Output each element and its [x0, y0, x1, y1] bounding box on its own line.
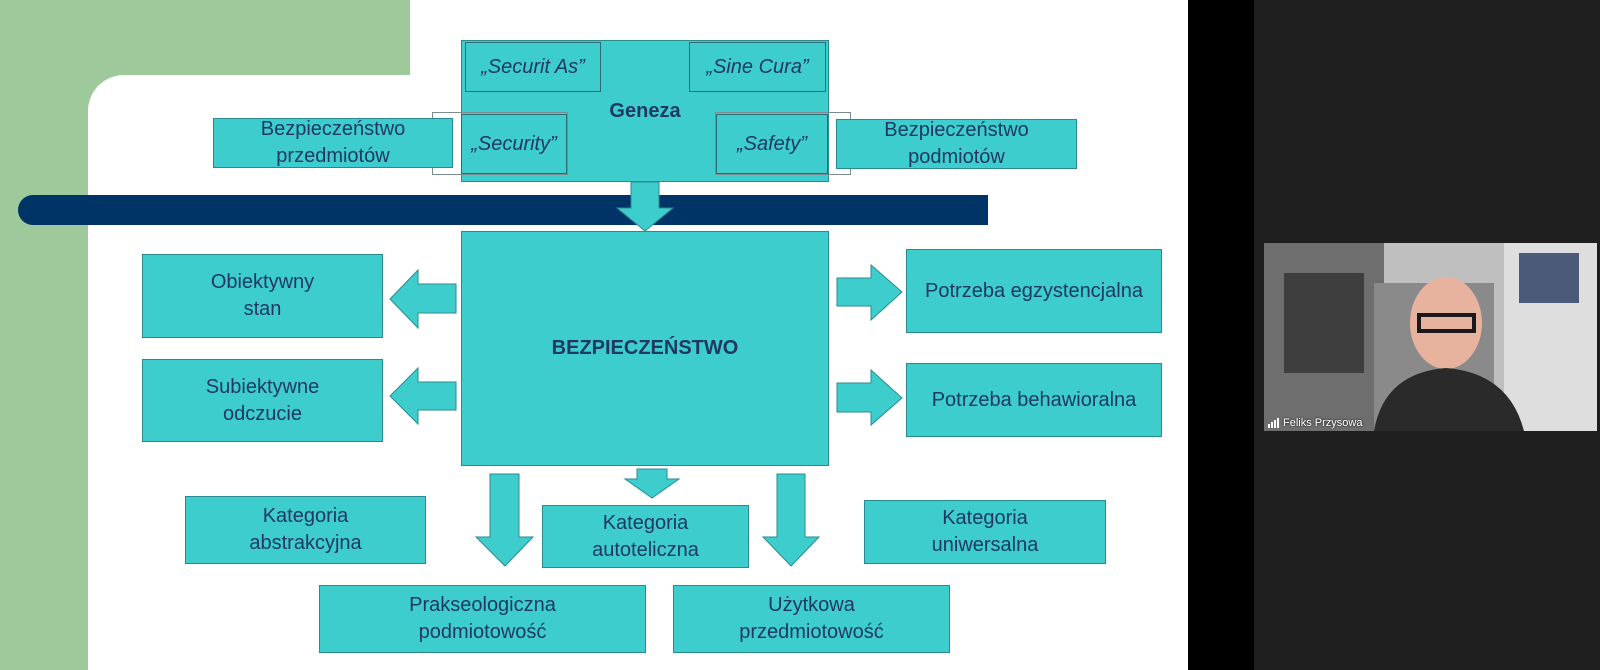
- kategoria-autoteliczna-box: Kategoria autoteliczna: [542, 505, 749, 568]
- sine-cura-label: „Sine Cura”: [706, 55, 809, 78]
- kat-uniw-line1: Kategoria: [942, 507, 1028, 529]
- kat-abstr-line1: Kategoria: [262, 505, 349, 527]
- kategoria-uniwersalna-box: Kategoria uniwersalna: [864, 500, 1106, 564]
- sine-cura-box: „Sine Cura”: [689, 42, 826, 92]
- obiektywny-line1: Obiektywny: [210, 271, 315, 293]
- bezp-podmiotow-line1: Bezpieczeństwo: [884, 119, 1029, 141]
- bezp-przedmiotow-line2: przedmiotów: [276, 145, 390, 167]
- prakseologiczna-podmiotowosc-box: Prakseologiczna podmiotowość: [319, 585, 646, 653]
- uzytkowa-line2: przedmiotowość: [739, 621, 884, 643]
- arrow-right-behawioralna: [836, 368, 903, 427]
- arrow-right-egzystencjalna: [836, 263, 903, 322]
- obiektywny-line2: stan: [243, 298, 282, 320]
- subiektywne-line2: odczucie: [223, 402, 302, 425]
- kat-autotel-line1: Kategoria: [602, 511, 689, 534]
- securit-as-box: „Securit As”: [465, 42, 601, 92]
- geneza-title: Geneza: [609, 99, 681, 122]
- participant-name-tag: Feliks Przysowa: [1268, 417, 1362, 429]
- bezpieczenstwo-center-box: BEZPIECZEŃSTWO: [461, 231, 829, 466]
- participant-video-tile[interactable]: Feliks Przysowa: [1264, 243, 1597, 431]
- potrzeba-behawioralna-label: Potrzeba behawioralna: [931, 388, 1137, 411]
- uzytkowa-line1: Użytkowa: [768, 594, 855, 616]
- safety-label: „Safety”: [736, 132, 808, 155]
- prakseo-line1: Prakseologiczna: [409, 594, 556, 616]
- participant-name: Feliks Przysowa: [1283, 417, 1363, 429]
- navy-divider-band: [18, 195, 988, 225]
- arrow-down-from-geneza: [615, 181, 675, 232]
- diagram-arrows: [389, 181, 903, 567]
- arrow-left-obiektywny: [389, 268, 457, 330]
- screen-share-gap: [1188, 0, 1254, 670]
- subiektywne-line1: Subiektywne: [205, 375, 320, 398]
- participant-video-feed: [1264, 243, 1597, 431]
- potrzeba-egzystencjalna-box: Potrzeba egzystencjalna: [906, 249, 1162, 333]
- safety-box: „Safety”: [716, 114, 828, 174]
- bezp-podmiotow-line2: podmiotów: [908, 146, 1005, 168]
- potrzeba-behawioralna-box: Potrzeba behawioralna: [906, 363, 1162, 437]
- signal-strength-icon: [1268, 418, 1279, 428]
- arrow-down-center: [623, 468, 681, 499]
- arrow-down-left: [474, 473, 535, 567]
- kat-abstr-line2: abstrakcyjna: [249, 532, 362, 554]
- bezp-przedmiotow-line1: Bezpieczeństwo: [260, 118, 406, 140]
- kat-uniw-line2: uniwersalna: [931, 534, 1039, 556]
- geneza-box: Geneza: [461, 40, 829, 182]
- kategoria-abstrakcyjna-box: Kategoria abstrakcyjna: [185, 496, 426, 564]
- obiektywny-stan-box: Obiektywny stan: [142, 254, 383, 338]
- arrow-down-right: [761, 473, 821, 567]
- arrow-left-subiektywne: [389, 366, 457, 426]
- security-box: „Security”: [461, 114, 567, 174]
- bezpieczenstwo-title: BEZPIECZEŃSTWO: [551, 337, 739, 359]
- security-label: „Security”: [471, 132, 557, 155]
- prakseo-line2: podmiotowość: [418, 621, 547, 643]
- kat-autotel-line2: autoteliczna: [592, 538, 699, 561]
- uzytkowa-przedmiotowosc-box: Użytkowa przedmiotowość: [673, 585, 950, 653]
- securit-as-label: „Securit As”: [481, 55, 585, 78]
- bezp-przedmiotow-box: Bezpieczeństwo przedmiotów: [213, 118, 453, 168]
- bezp-podmiotow-box: Bezpieczeństwo podmiotów: [836, 119, 1077, 169]
- subiektywne-odczucie-box: Subiektywne odczucie: [142, 359, 383, 442]
- potrzeba-egzystencjalna-label: Potrzeba egzystencjalna: [925, 279, 1143, 302]
- presentation-slide: Geneza „Securit As” „Sine Cura” „Securit…: [0, 0, 1188, 670]
